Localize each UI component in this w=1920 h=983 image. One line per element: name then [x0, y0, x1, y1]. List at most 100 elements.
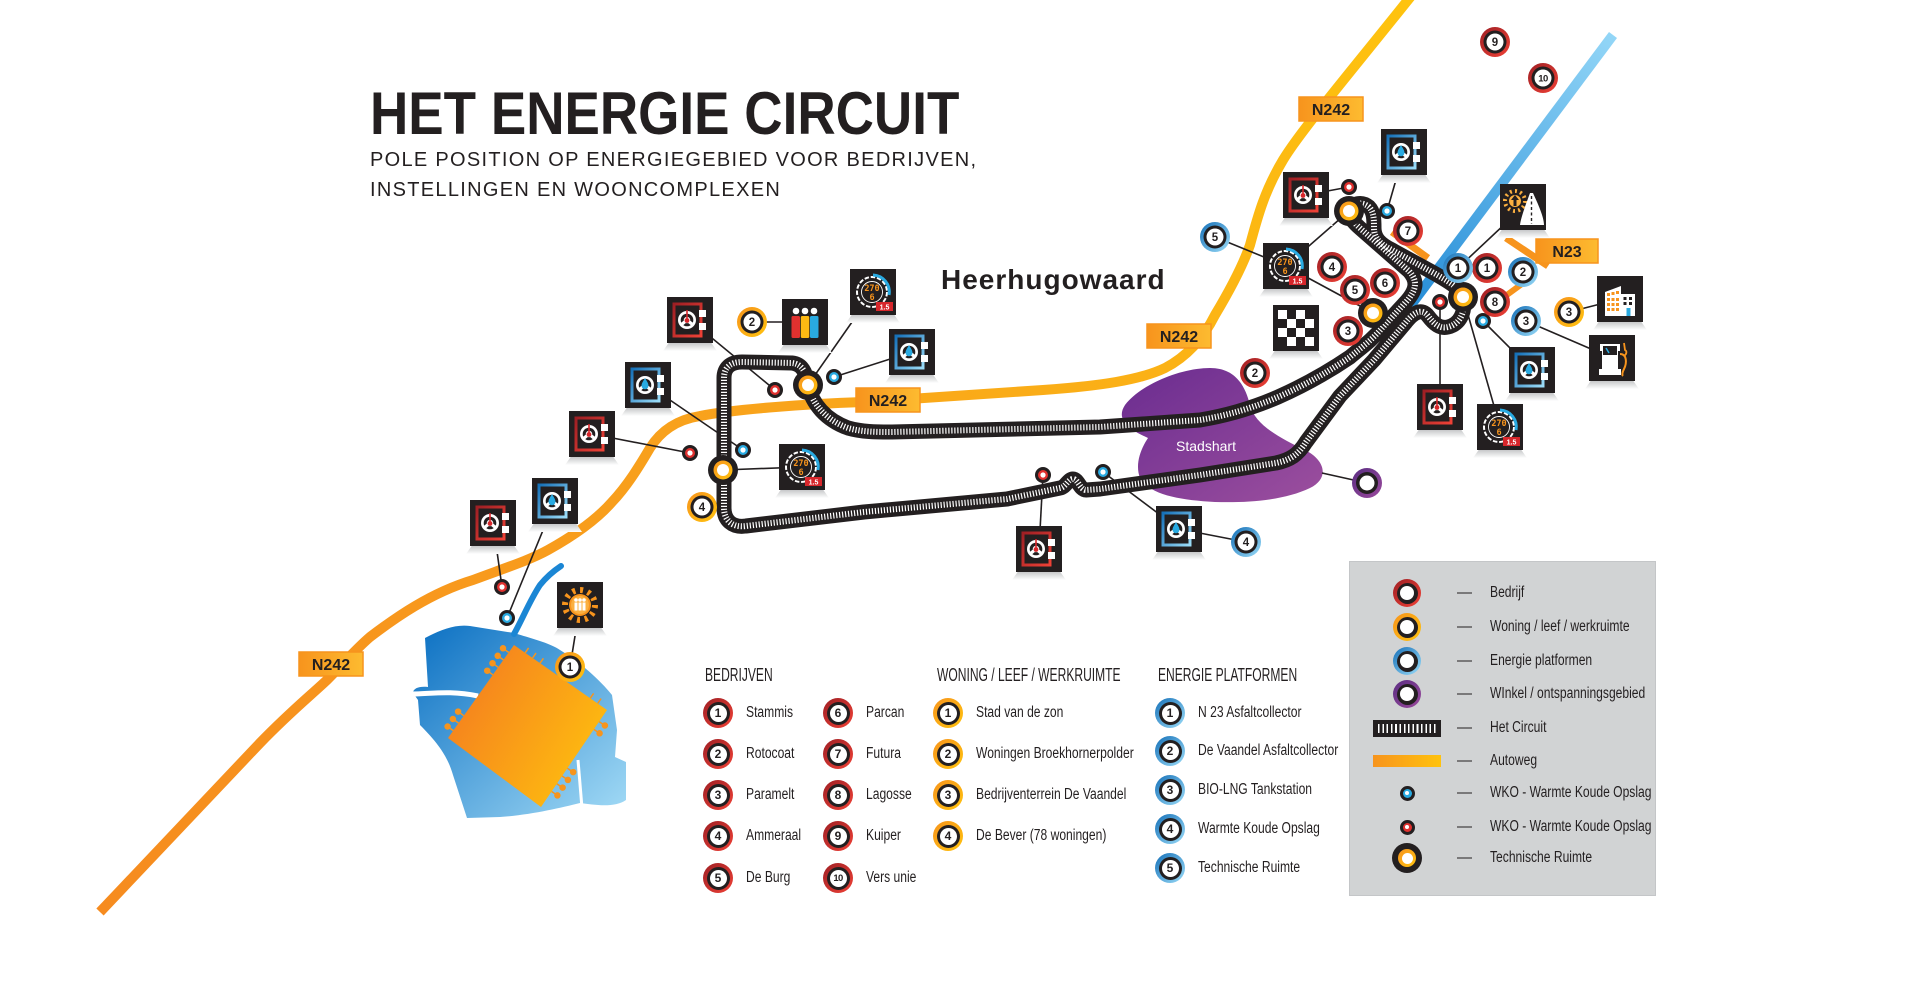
marker-number: 9 — [829, 827, 847, 845]
marker-number: 3 — [1523, 316, 1529, 328]
bedrijven-heading: BEDRIJVEN — [705, 665, 773, 685]
energie-heading: ENERGIE PLATFORMEN — [1158, 665, 1298, 685]
energie-ring-icon — [1393, 647, 1421, 675]
circuit-track-icon — [1373, 719, 1441, 737]
road-label-n242: N242 — [298, 651, 364, 677]
key-dash: — — [1457, 719, 1472, 736]
het-circuit-track — [724, 204, 1464, 527]
woning-marker-2: 2 — [737, 307, 767, 337]
marker-number: 5 — [1352, 285, 1359, 297]
key-label: Het Circuit — [1490, 719, 1547, 736]
legend-item-label: Ammeraal — [746, 827, 802, 844]
bedrijf-marker-9: 9 — [1480, 27, 1510, 57]
meter-gear-text: 6 — [1496, 428, 1501, 438]
marker-number: 4 — [699, 502, 706, 514]
marker-number: 1 — [939, 704, 957, 722]
marker-number: 3 — [939, 786, 957, 804]
marker-number: 2 — [1252, 368, 1258, 380]
woning-marker-1: 1 — [555, 652, 585, 682]
marker-number: 1 — [567, 662, 574, 674]
key-label: Autoweg — [1490, 752, 1538, 769]
meter-icon: 270 6 1.5 — [846, 269, 900, 323]
key-dash: — — [1457, 752, 1472, 769]
woning-number-marker: 3 — [933, 780, 963, 810]
key-label: WKO - Warmte Koude Opslag — [1490, 784, 1652, 801]
key-label: Bedrijf — [1490, 584, 1525, 601]
meter-icon: 270 6 1.5 — [775, 444, 829, 498]
marker-number: 4 — [1329, 262, 1336, 274]
marker-number: 4 — [939, 827, 957, 845]
page-subtitle-line-2: INSTELLINGEN EN WOONCOMPLEXEN — [370, 179, 782, 201]
page-subtitle-line-1: POLE POSITION OP ENERGIEGEBIED VOOR BEDR… — [370, 149, 978, 171]
marker-number: 1 — [1484, 263, 1491, 275]
legend-item-woning: 3 Bedrijventerrein De Vaandel — [933, 780, 1169, 810]
legend-item-label: Woningen Broekhornerpolder — [976, 745, 1134, 762]
blue-safe-icon — [621, 362, 675, 416]
bedrijf-number-marker: 5 — [703, 863, 733, 893]
marker-number: 6 — [1382, 278, 1388, 290]
marker-number: 4 — [1243, 537, 1250, 549]
energie-number-marker: 3 — [1155, 775, 1185, 805]
city-label: Heerhugowaard — [941, 264, 1166, 295]
marker-number: 9 — [1492, 37, 1498, 49]
building-icon — [1593, 276, 1647, 330]
winkel-ring-icon — [1393, 680, 1421, 708]
blue-safe-icon — [1505, 347, 1559, 401]
meter-icon: 270 6 1.5 — [1473, 404, 1527, 458]
key-dash: — — [1457, 618, 1472, 635]
bedrijf-marker-7: 7 — [1393, 216, 1423, 246]
meter-gear-text: 6 — [798, 468, 803, 478]
wko-blue-marker — [735, 442, 751, 458]
legend-item-label: De Vaandel Asfaltcollector — [1198, 742, 1339, 759]
legend-item-label: Rotocoat — [746, 745, 795, 762]
energie-marker-2: 2 — [1508, 257, 1538, 287]
meter-gear-text: 6 — [869, 293, 874, 303]
wko-red-marker — [682, 445, 698, 461]
marker-number: 10 — [1538, 74, 1548, 85]
key-label: Technische Ruimte — [1490, 849, 1593, 866]
marker-number: 5 — [709, 869, 727, 887]
autoweg-icon — [1373, 755, 1441, 767]
key-dash: — — [1457, 818, 1472, 835]
road-label-n242: N242 — [855, 387, 921, 413]
road-label-text: N242 — [312, 657, 350, 674]
key-label: WKO - Warmte Koude Opslag — [1490, 818, 1652, 835]
marker-number: 10 — [829, 869, 847, 887]
blue-safe-icon — [1377, 129, 1431, 183]
legend-item-label: Warmte Koude Opslag — [1198, 820, 1320, 837]
wko-blue-marker — [826, 369, 842, 385]
wko-red-marker — [1035, 467, 1051, 483]
marker-number: 3 — [1161, 781, 1179, 799]
energie-marker-5: 5 — [1200, 222, 1230, 252]
key-row-wko-red: — WKO - Warmte Koude Opslag — [1350, 812, 1655, 842]
meter-tag-text: 1.5 — [1293, 279, 1303, 286]
marker-number: 2 — [749, 317, 755, 329]
wko-red-marker — [767, 382, 783, 398]
solar-road-icon — [1496, 184, 1550, 238]
blue-safe-icon — [885, 329, 939, 383]
legend-item-label: De Bever (78 woningen) — [976, 827, 1107, 844]
legend-item-label: Bedrijventerrein De Vaandel — [976, 786, 1127, 803]
energie-marker-3: 3 — [1511, 306, 1541, 336]
woning-marker-3: 3 — [1554, 297, 1584, 327]
wko-blue-marker — [1095, 464, 1111, 480]
marker-number: 3 — [709, 786, 727, 804]
marker-number: 5 — [1212, 232, 1219, 244]
energie-number-marker: 1 — [1155, 698, 1185, 728]
marker-number: 4 — [709, 827, 727, 845]
key-label: WInkel / ontspanningsgebied — [1490, 685, 1646, 702]
marker-number: 7 — [1405, 226, 1411, 238]
legend-item-label: BIO-LNG Tankstation — [1198, 781, 1313, 798]
legend-item-label: Lagosse — [866, 786, 912, 803]
